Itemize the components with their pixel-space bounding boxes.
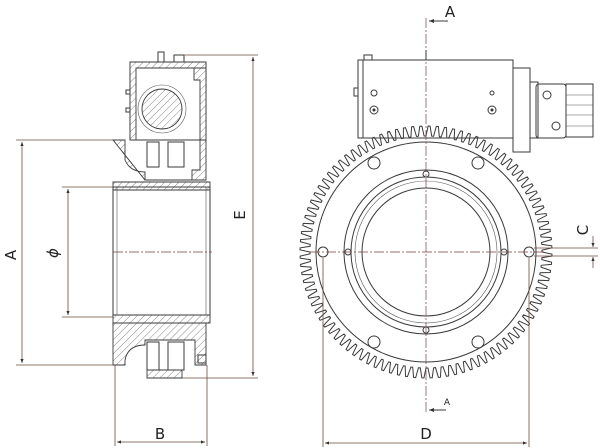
section-marker-bottom: A [444, 398, 451, 408]
section-marker-top: A [445, 3, 456, 21]
dimension-label-B: B [155, 425, 165, 443]
dimension-label-E: E [231, 210, 249, 219]
dimension-label-A: A [2, 249, 20, 260]
dimension-label-phi: ϕ [44, 248, 62, 258]
front-view: A A C D [299, 3, 598, 447]
dimension-label-D: D [420, 425, 432, 443]
section-view: A ϕ E B [2, 51, 258, 446]
bolt-holes [317, 156, 535, 349]
dimension-label-C: C [574, 225, 592, 235]
motor-fins [566, 94, 593, 127]
